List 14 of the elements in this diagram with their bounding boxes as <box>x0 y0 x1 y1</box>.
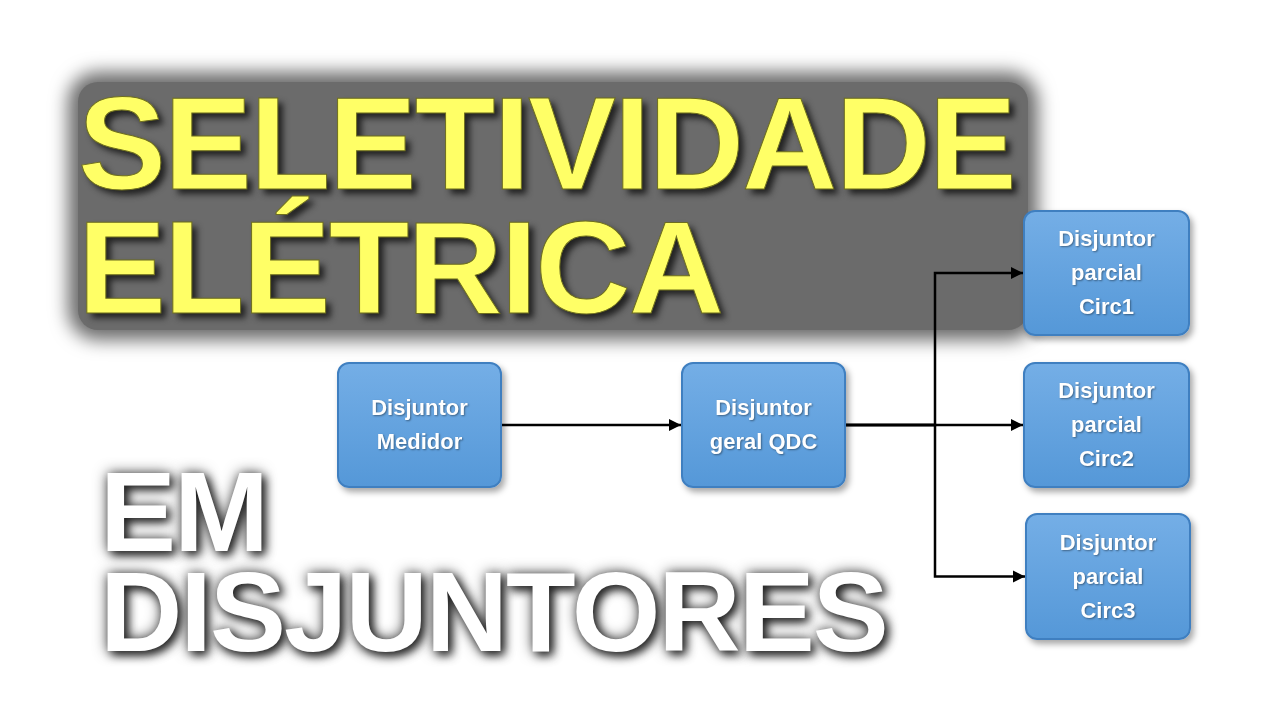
title-text: SELETIVIDADE ELÉTRICA <box>78 82 1028 330</box>
box-label: Disjuntor Medidor <box>370 394 469 456</box>
box-label: Disjuntor geral QDC <box>708 394 819 456</box>
box-label: Disjuntor parcial Circ1 <box>1057 225 1156 321</box>
arrow <box>846 423 1025 583</box>
breaker-box <box>681 362 846 488</box>
box-label: Disjuntor parcial Circ3 <box>1058 528 1158 625</box>
breaker-box <box>337 362 502 488</box>
breaker-box <box>1025 513 1191 640</box>
breaker-box <box>1023 210 1190 336</box>
subtitle-text: EM DISJUNTORES <box>100 462 900 662</box>
arrow <box>502 418 681 432</box>
breaker-box <box>1023 362 1190 488</box>
box-label: Disjuntor parcial Circ2 <box>1057 377 1156 473</box>
